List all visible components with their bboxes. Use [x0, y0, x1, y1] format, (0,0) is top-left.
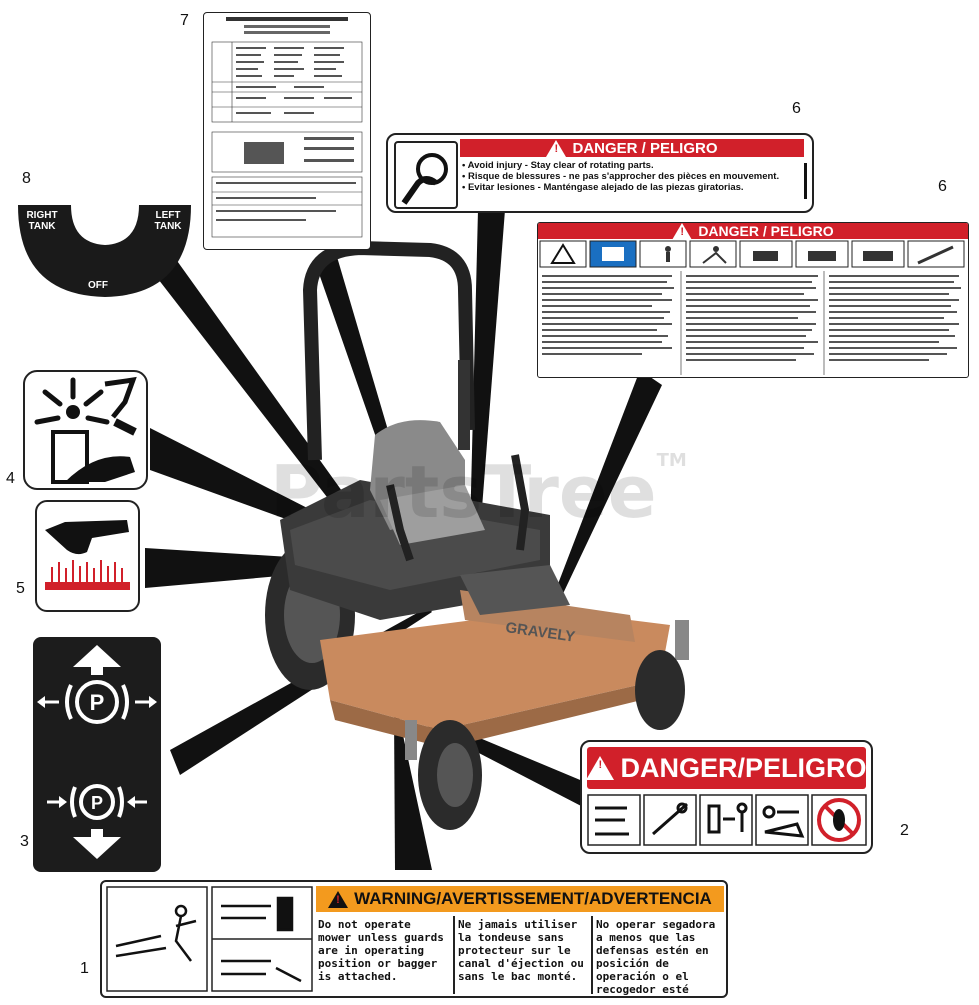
decal-2-danger-pictograms: DANGER/PELIGRO [580, 740, 873, 854]
callout-2: 2 [900, 822, 909, 839]
decal-6-large-danger-header: DANGER / PELIGRO [538, 223, 968, 240]
decal-1-pictograms [106, 886, 313, 992]
decal-6-instructions: DANGER / PELIGRO [537, 222, 969, 378]
svg-text:P: P [90, 690, 105, 715]
pointer-1 [394, 712, 432, 870]
decal-8-off-label: OFF [88, 280, 108, 291]
callout-4: 4 [6, 470, 15, 487]
parking-brake-icon: P P [37, 645, 157, 859]
svg-text:P: P [91, 793, 103, 813]
decal-6-instruction-text [542, 271, 961, 375]
warning-triangle-icon [672, 223, 693, 240]
decal-1-text-fr: Ne jamais utiliser la tondeuse sans prot… [458, 918, 584, 983]
callout-6a: 6 [792, 100, 801, 117]
decal-6-rotating-parts: DANGER / PELIGRO • Avoid injury - Stay c… [386, 133, 814, 213]
decal-6-line-en: • Avoid injury - Stay clear of rotating … [462, 160, 654, 171]
mower-illustration: GRAVELY [265, 240, 689, 830]
callout-6b: 6 [938, 178, 947, 195]
spring-release-icon [34, 376, 137, 484]
watermark-text: PartsTree [270, 450, 657, 534]
decal-5-hot-surface [35, 500, 140, 612]
decal-8-tank-selector [18, 205, 191, 297]
decal-1-warning-header: WARNING/AVERTISSEMENT/ADVERTENCIA [316, 886, 724, 912]
hot-surface-hand-icon [45, 520, 130, 590]
decal-2-danger-header: DANGER/PELIGRO [586, 747, 867, 789]
decal-1-text-es: No operar segadora a menos que las defen… [596, 918, 716, 996]
decal-7-maintenance-chart [203, 12, 371, 250]
callout-5: 5 [16, 580, 25, 597]
decal-6-line-fr: • Risque de blessures - ne pas s'approch… [462, 171, 780, 182]
watermark-tm: TM [656, 450, 687, 471]
decal-1-warning-guards: WARNING/AVERTISSEMENT/ADVERTENCIA Do not… [100, 880, 728, 998]
decal-2-pictogram-row [587, 794, 867, 846]
callout-7: 7 [180, 12, 189, 29]
warning-triangle-icon [328, 890, 349, 908]
callout-8: 8 [22, 170, 31, 187]
decal-8-right-label: RIGHT TANK [26, 210, 58, 232]
pointer-6b [553, 370, 662, 600]
callout-3: 3 [20, 833, 29, 850]
decal-6-pictogram-row [539, 240, 965, 268]
decal-3-parking-brake: P P [33, 637, 161, 872]
hand-entanglement-icon [394, 141, 458, 209]
warning-triangle-icon [586, 756, 615, 780]
callout-1: 1 [80, 960, 89, 977]
decal-6-line-es: • Evitar lesiones - Manténgase alejado d… [462, 182, 744, 193]
decal-8-left-label: LEFT TANK [154, 210, 182, 232]
warning-triangle-icon [546, 139, 567, 157]
decal-1-text-en: Do not operate mower unless guards are i… [318, 918, 444, 983]
decal-6-danger-header: DANGER / PELIGRO [460, 139, 804, 157]
decal-4-stored-energy [23, 370, 148, 490]
pointer-5 [145, 548, 370, 588]
